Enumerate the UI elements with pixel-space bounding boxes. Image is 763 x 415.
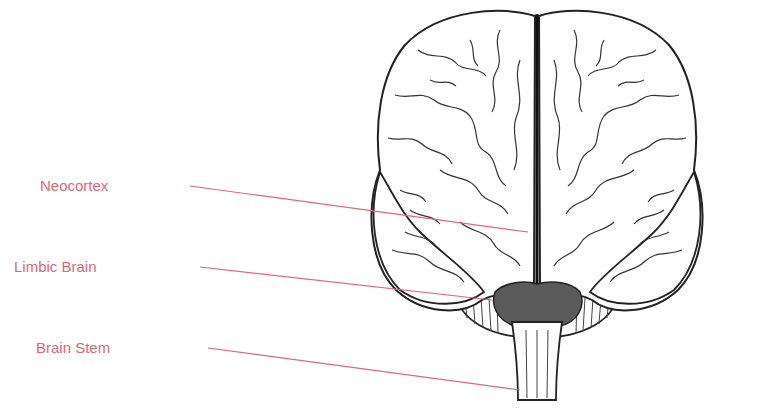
part-label: Limbic Brain [14, 258, 97, 276]
part-label: Neocortex [40, 177, 108, 195]
part-label: Brain Stem [36, 339, 110, 357]
brain-stem [512, 322, 562, 400]
leader-lines [190, 186, 528, 390]
cerebral-hemispheres [372, 11, 703, 310]
